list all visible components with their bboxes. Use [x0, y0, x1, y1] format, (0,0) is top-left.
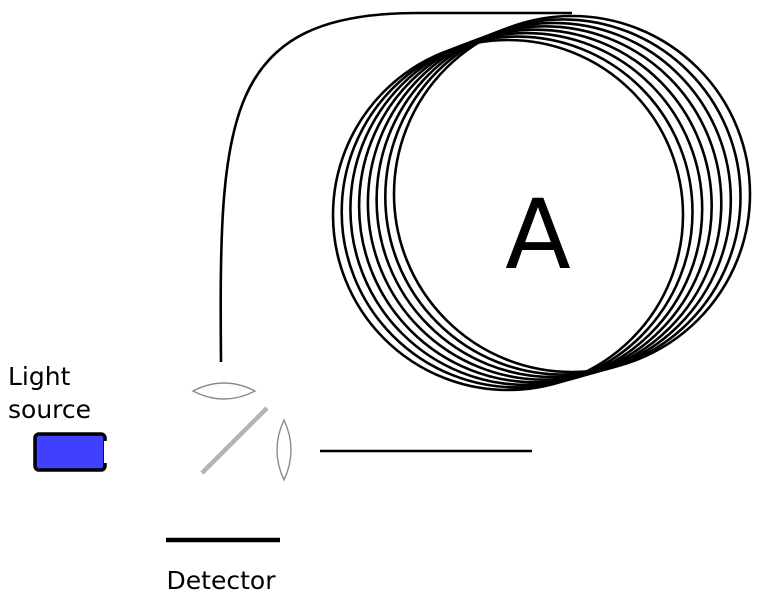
coil-turn: [331, 38, 685, 392]
coil-turn: [357, 28, 714, 384]
light-source: [33, 432, 107, 472]
light-source-label-line2: source: [8, 395, 91, 424]
coil-turn: [375, 21, 733, 379]
fiber-lead-upper: [219, 11, 572, 363]
coil-turn: [349, 31, 704, 387]
lens-right: [276, 418, 292, 482]
fiber-coil: [331, 14, 752, 392]
coil-turn: [392, 14, 752, 374]
lens-upper: [191, 382, 257, 400]
light-source-label-line1: Light: [8, 362, 71, 391]
coil-turn: [384, 18, 742, 376]
detector-label: Detector: [167, 566, 277, 595]
coil-turn: [340, 35, 694, 389]
beam-splitter: [200, 406, 269, 475]
coil-turn: [366, 25, 723, 381]
coil-label: A: [505, 179, 571, 291]
